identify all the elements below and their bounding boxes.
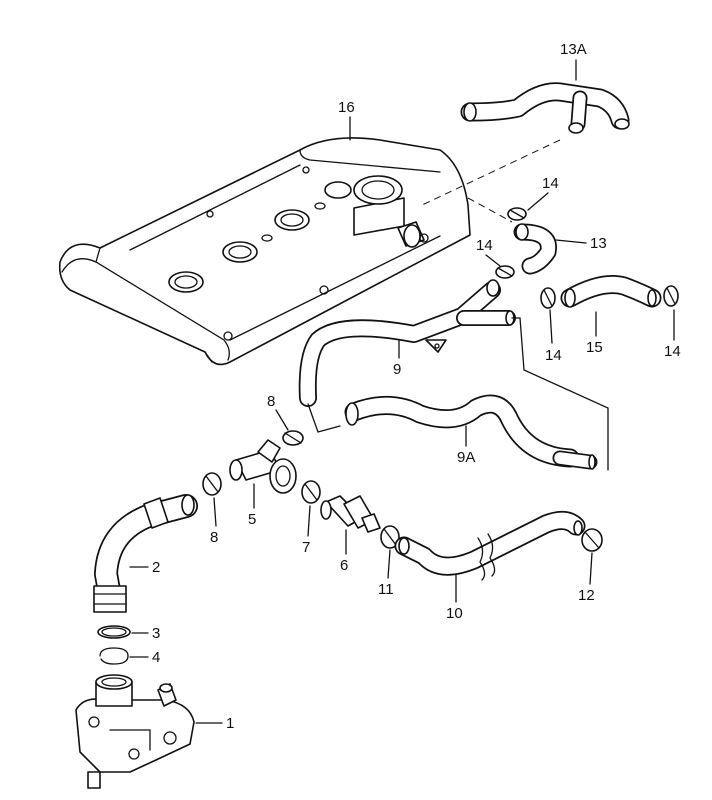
circlip-4 (99, 647, 129, 665)
leader-14-left (549, 309, 553, 344)
part-label-2: 2 (152, 559, 160, 576)
part-label-13: 13 (590, 235, 607, 252)
part-label-14-right: 14 (664, 343, 681, 360)
part-label-3: 3 (152, 625, 160, 642)
part-label-8-lower: 8 (210, 529, 218, 546)
assembly-line-13 (467, 197, 513, 223)
assembly-line-15 (511, 317, 609, 471)
o-ring-3 (97, 625, 131, 639)
hose-13a (460, 82, 630, 134)
hose-clip-12 (581, 528, 603, 552)
valve-6 (320, 495, 381, 533)
hose-clip-8-lower (202, 472, 222, 496)
hose-clip-14-right (663, 285, 679, 307)
housing-1 (75, 674, 195, 789)
leader-14-middle (485, 254, 501, 267)
part-label-16: 16 (338, 99, 355, 116)
hose-clip-14-left (540, 287, 556, 309)
part-label-9: 9 (393, 361, 401, 378)
part-label-4: 4 (152, 649, 160, 666)
hose-13 (513, 223, 557, 275)
part-label-14-middle: 14 (476, 237, 493, 254)
part-label-12: 12 (578, 587, 595, 604)
part-label-14-upper: 14 (542, 175, 559, 192)
hose-clip-14-middle (495, 265, 515, 279)
hose-clip-11 (380, 525, 400, 549)
part-label-10: 10 (446, 605, 463, 622)
leader-11 (387, 549, 391, 579)
part-label-11: 11 (378, 581, 394, 598)
hose-10 (394, 511, 586, 581)
hose-2 (93, 494, 198, 613)
leader-13 (555, 239, 587, 244)
cylinder-head-cover (58, 137, 471, 366)
assembly-line-9 (307, 403, 341, 433)
leader-8-upper (275, 409, 289, 431)
leader-8-lower (213, 497, 217, 527)
part-label-6: 6 (340, 557, 348, 574)
leader-7 (307, 505, 311, 537)
part-label-7: 7 (302, 539, 310, 556)
hose-clip-7 (301, 480, 321, 504)
leader-12 (589, 552, 593, 585)
hose-9a (344, 394, 598, 470)
part-label-9a: 9A (457, 449, 475, 466)
part-label-5: 5 (248, 511, 256, 528)
part-label-13a: 13A (560, 41, 587, 58)
t-piece-5 (229, 439, 297, 494)
part-label-15: 15 (586, 339, 603, 356)
assembly-line-13a (419, 139, 561, 207)
part-label-1: 1 (226, 715, 234, 732)
hose-clip-8-upper (282, 430, 304, 446)
part-label-8-upper: 8 (267, 393, 275, 410)
leader-14-upper (527, 192, 549, 211)
hose-clip-14-upper (507, 207, 527, 221)
part-label-14-left: 14 (545, 347, 562, 364)
hose-15 (560, 275, 662, 308)
pipe-9 (298, 279, 516, 407)
